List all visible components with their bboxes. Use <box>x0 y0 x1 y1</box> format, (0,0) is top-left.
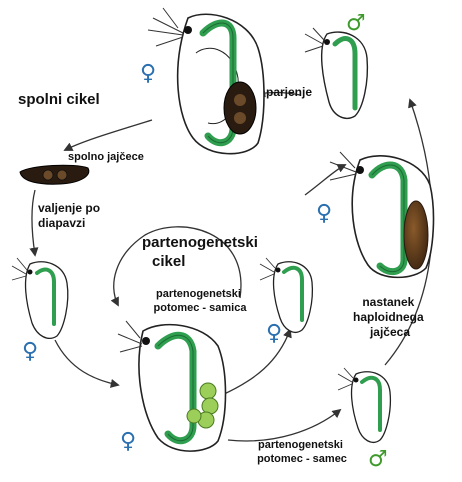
female-symbol-right: ♀ <box>316 201 332 226</box>
arrow-female-to-sexual-egg <box>65 120 152 150</box>
arrow-to-haploid-female <box>305 165 345 195</box>
female-symbol-offspring: ♀ <box>266 321 282 346</box>
haploid-egg-label: nastanek haploidnega jajčeca <box>353 295 427 339</box>
female-symbol-bottom: ♀ <box>120 429 136 454</box>
female-symbol-left: ♀ <box>22 339 38 364</box>
sexual-cycle-title: spolni cikel <box>18 91 100 108</box>
male-symbol-bottom: ♂ <box>368 447 388 472</box>
male-symbol-top: ♂ <box>346 11 366 36</box>
daphnia-male-mating <box>305 28 367 118</box>
parthenogenetic-male-label: partenogenetski potomec - samec <box>257 439 347 465</box>
parthenogenetic-cycle-title: partenogenetski cikel <box>142 234 262 270</box>
arrow-egg-to-hatchling <box>32 190 35 255</box>
arrow-hatchling-to-mother <box>55 340 118 385</box>
daphnia-female-haploid <box>330 152 433 277</box>
sexual-egg <box>20 165 89 184</box>
daphnia-hatchling <box>12 258 68 338</box>
daphnia-female-sexual <box>148 8 264 154</box>
hatching-label: valjenje po diapavzi <box>38 201 103 230</box>
mating-label: parjenje <box>266 85 312 99</box>
arrow-mother-to-male <box>228 410 340 441</box>
daphnia-offspring-male <box>338 368 390 442</box>
sexual-egg-label: spolno jajčece <box>68 151 144 163</box>
parthenogenetic-female-label: partenogenetski potomec - samica <box>154 288 248 314</box>
female-symbol-top: ♀ <box>140 61 156 86</box>
